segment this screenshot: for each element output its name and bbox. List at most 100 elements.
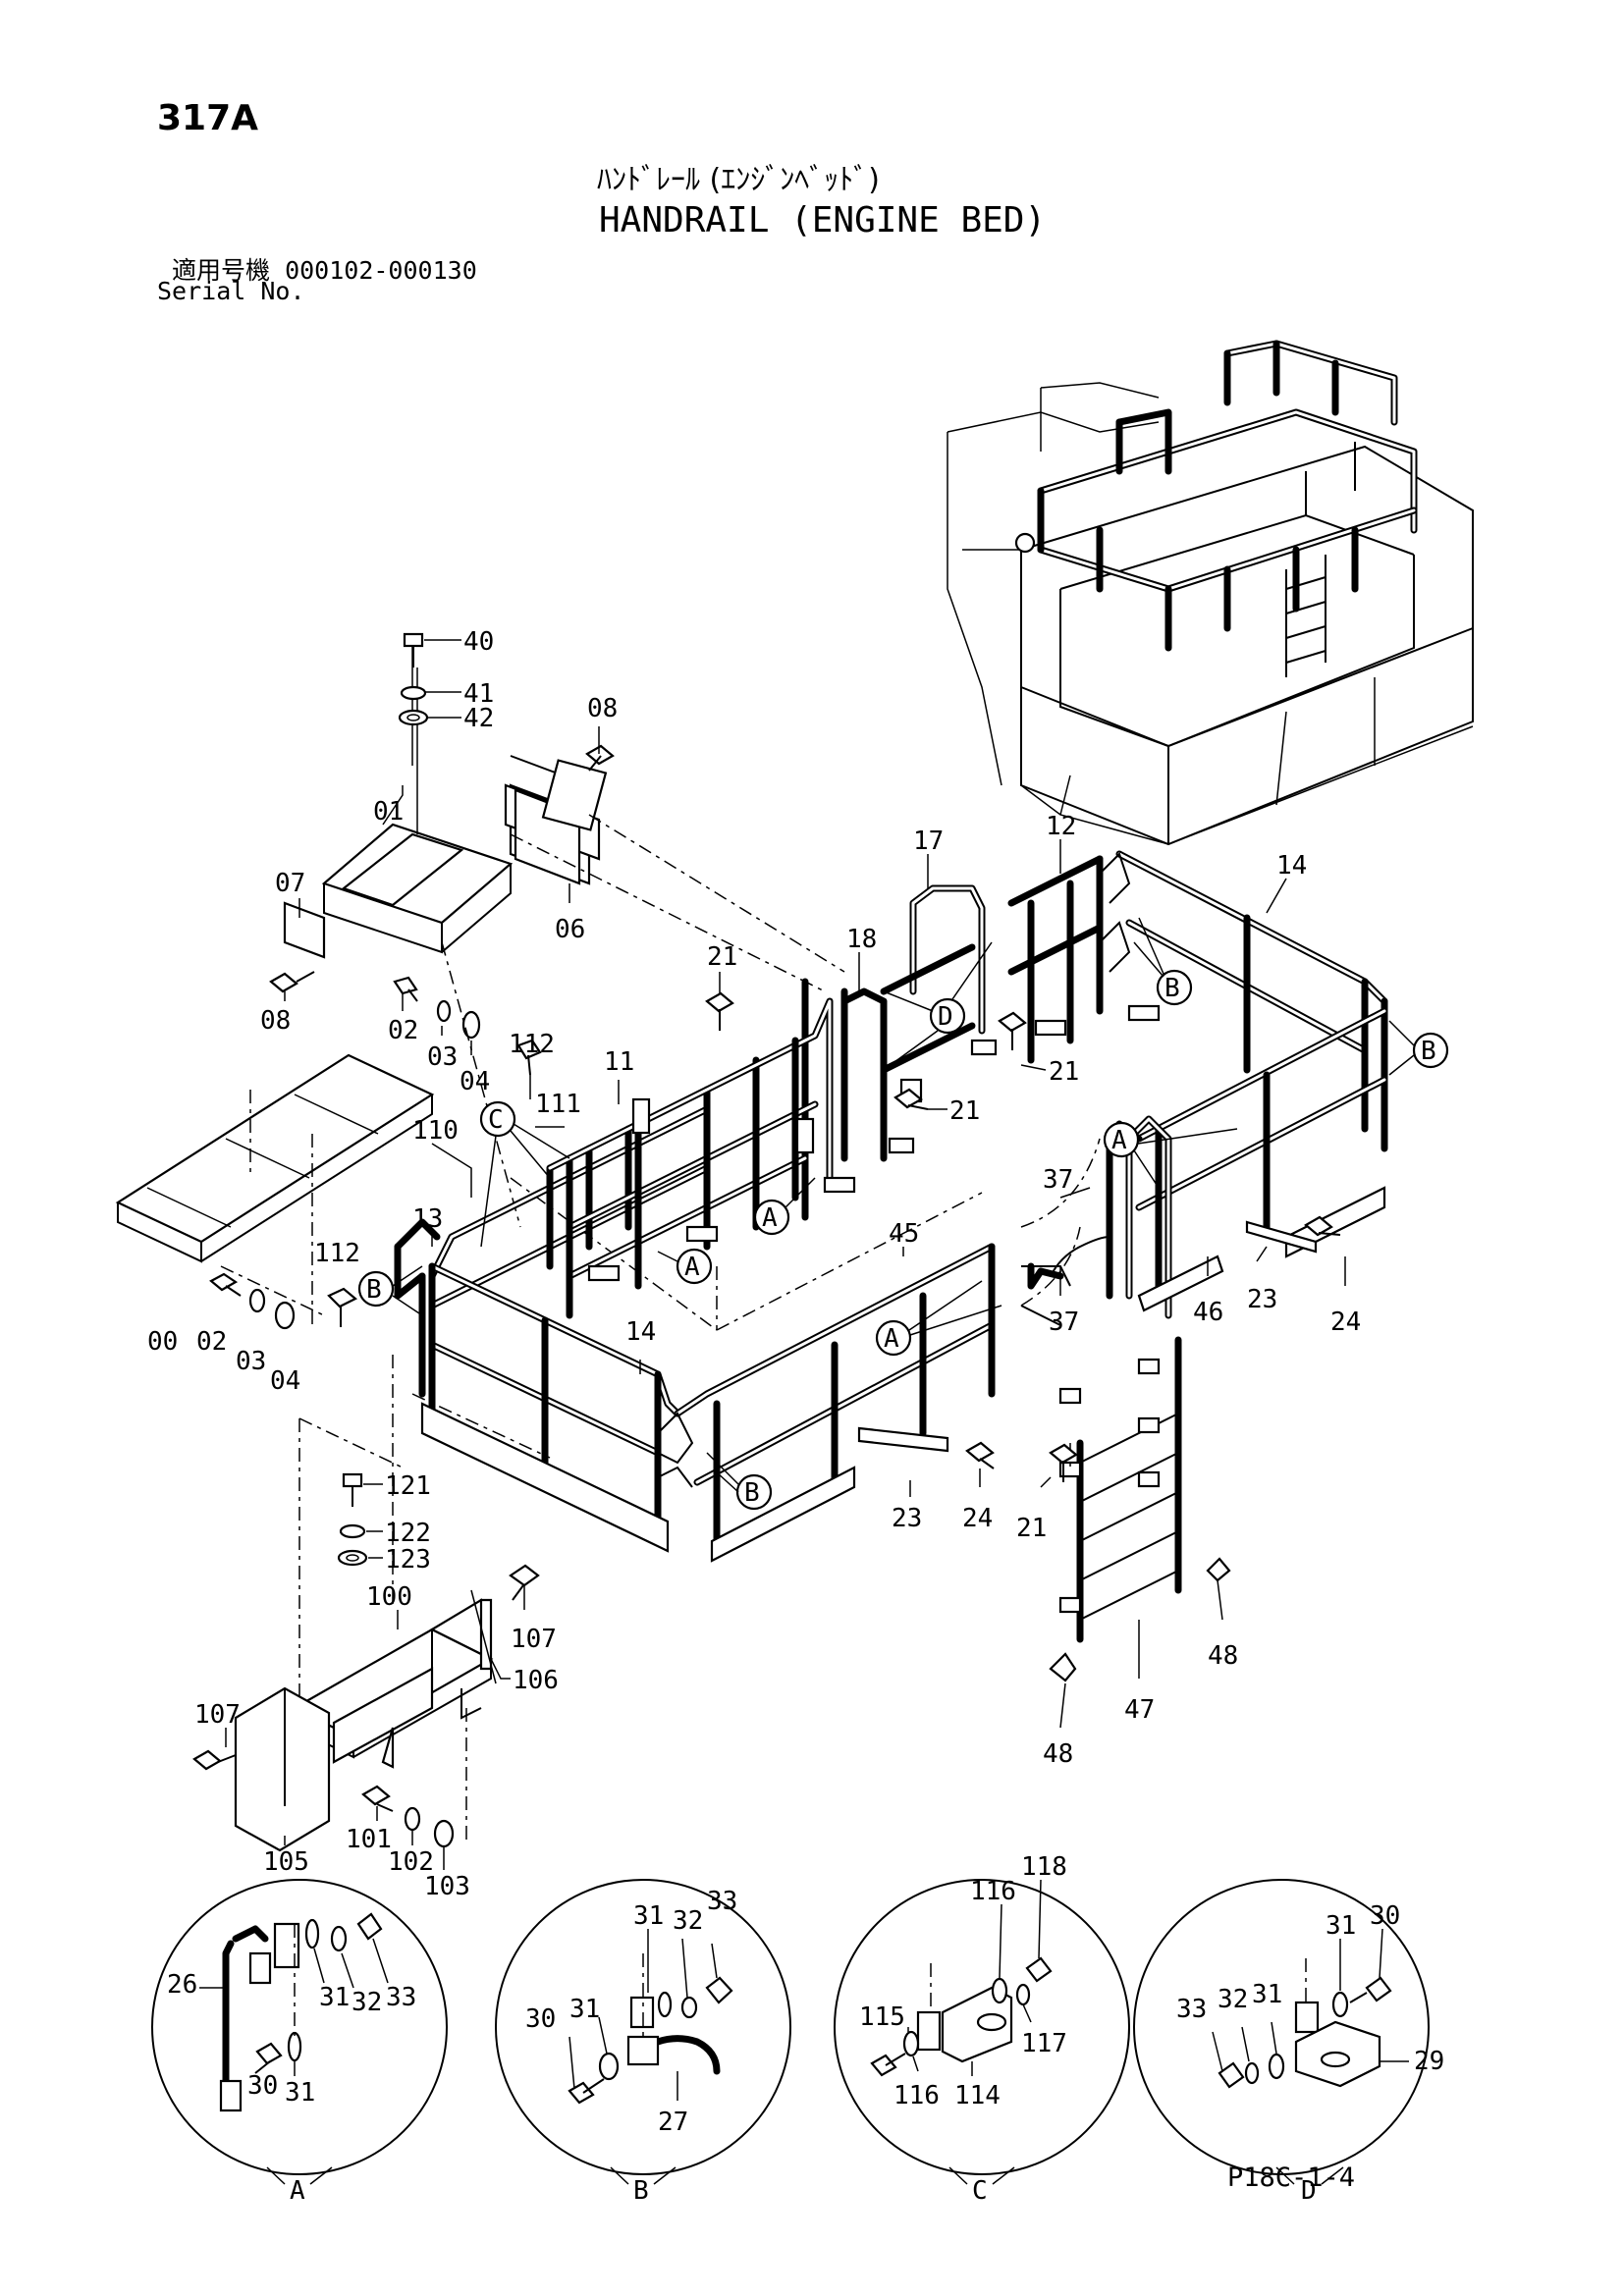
detail-circle-c	[834, 1879, 1130, 2175]
detail-d-31: 31	[1326, 1911, 1356, 1941]
callout-41: 41	[463, 679, 494, 709]
detail-c-115: 115	[859, 2002, 905, 2032]
callout-123: 123	[385, 1545, 431, 1575]
detail-b-30: 30	[525, 2004, 556, 2034]
detail-a-label: A	[290, 2176, 305, 2206]
ref-marker-a	[1103, 1121, 1140, 1158]
ref-label-b: B	[1421, 1037, 1436, 1066]
callout-04: 04	[270, 1366, 300, 1396]
detail-circle-b	[495, 1879, 791, 2175]
callout-112: 112	[314, 1239, 360, 1268]
fasteners-upper	[269, 632, 615, 1076]
detail-circle-d	[1133, 1879, 1430, 2175]
fasteners-middle	[705, 991, 1341, 1482]
detail-d-label: D	[1301, 2176, 1317, 2206]
detail-d-30: 30	[1370, 1901, 1400, 1931]
ref-label-b: B	[366, 1275, 382, 1305]
detail-d-29: 29	[1414, 2047, 1444, 2076]
gate-17-18	[840, 884, 998, 1162]
detail-b-31: 31	[633, 1901, 664, 1931]
callout-105: 105	[263, 1847, 309, 1877]
title-english: HANDRAIL (ENGINE BED)	[599, 200, 1047, 240]
callout-23: 23	[1247, 1285, 1277, 1314]
callout-46: 46	[1193, 1298, 1223, 1327]
ref-label-a: A	[684, 1253, 700, 1282]
callout-02: 02	[196, 1327, 227, 1357]
detail-b-31: 31	[569, 1995, 600, 2024]
callout-102: 102	[388, 1847, 434, 1877]
callout-14: 14	[625, 1317, 656, 1347]
callout-08: 08	[260, 1006, 291, 1036]
callout-107: 107	[194, 1700, 241, 1730]
ladder-47	[1049, 1336, 1231, 1682]
ref-marker-a	[875, 1319, 912, 1357]
detail-c-114: 114	[954, 2081, 1001, 2110]
callout-37: 37	[1049, 1308, 1079, 1337]
callout-121: 121	[385, 1471, 431, 1501]
ref-marker-b	[357, 1270, 395, 1308]
detail-c-116: 116	[893, 2081, 940, 2110]
detail-c-label: C	[972, 2176, 988, 2206]
bracket-assembly-upper	[283, 633, 608, 959]
machine-location-view	[947, 340, 1474, 846]
detail-b-32: 32	[673, 1906, 703, 1936]
ref-marker-a	[676, 1248, 713, 1285]
ref-label-b: B	[744, 1478, 760, 1508]
detail-a-30: 30	[247, 2071, 278, 2101]
serial-row: 適用号機 000102-000130	[172, 251, 477, 287]
callout-23: 23	[892, 1504, 922, 1533]
callout-37: 37	[1043, 1165, 1073, 1195]
title-japanese: ﾊﾝﾄﾞﾚｰﾙ (ｴﾝｼﾞﾝﾍﾞｯﾄﾞ)	[597, 163, 880, 197]
callout-11: 11	[604, 1047, 634, 1077]
detail-b-label: B	[633, 2176, 649, 2206]
callout-21: 21	[707, 942, 737, 972]
detail-a-32: 32	[352, 1988, 382, 2017]
callout-13: 13	[412, 1204, 443, 1234]
callout-42: 42	[463, 704, 494, 733]
callout-110: 110	[412, 1116, 459, 1146]
ref-label-a: A	[1111, 1126, 1127, 1155]
callout-14: 14	[1276, 851, 1307, 881]
callout-106: 106	[513, 1666, 559, 1695]
reference-markers: A A A A B B B B C D	[357, 917, 1449, 1511]
callout-40: 40	[463, 627, 494, 657]
callout-103: 103	[424, 1872, 470, 1901]
callout-17: 17	[913, 827, 944, 856]
ref-marker-d	[929, 997, 966, 1035]
detail-d-31: 31	[1252, 1980, 1282, 2009]
callout-24: 24	[1330, 1308, 1361, 1337]
handrail-left	[428, 978, 856, 1378]
callout-21: 21	[1049, 1057, 1079, 1087]
callout-03: 03	[427, 1042, 458, 1072]
detail-a-31: 31	[285, 2078, 315, 2108]
detail-numbers: 26 30 31 31 32 33 A 30 31 31 32 33 27 B …	[167, 1852, 1444, 2206]
callout-101: 101	[346, 1825, 392, 1854]
callout-03: 03	[236, 1347, 266, 1376]
detail-c-116: 116	[970, 1877, 1016, 1906]
gate-45-46	[1020, 1115, 1318, 1326]
callout-00: 00	[147, 1327, 178, 1357]
serial-label-en: Serial No.	[157, 277, 305, 305]
serial-range: 000102-000130	[285, 256, 477, 285]
detail-a-31: 31	[319, 1983, 350, 2012]
detail-c-118: 118	[1021, 1852, 1067, 1882]
callout-48: 48	[1208, 1641, 1238, 1671]
ref-marker-b	[1412, 1032, 1449, 1069]
callout-45: 45	[889, 1219, 919, 1249]
callout-08: 08	[587, 694, 618, 723]
detail-a-26: 26	[167, 1970, 197, 2000]
detail-circle-a	[151, 1879, 448, 2175]
handrail-front-lower	[394, 1218, 996, 1563]
callout-100: 100	[366, 1582, 412, 1612]
ref-marker-b	[1156, 969, 1193, 1006]
callout-24: 24	[962, 1504, 993, 1533]
callout-07: 07	[275, 869, 305, 898]
ref-label-c: C	[488, 1105, 504, 1135]
ref-label-b: B	[1164, 974, 1180, 1003]
callout-04: 04	[460, 1067, 490, 1096]
ref-label-d: D	[938, 1002, 953, 1032]
callout-47: 47	[1124, 1695, 1155, 1725]
callout-21: 21	[1016, 1514, 1047, 1543]
detail-b-33: 33	[707, 1887, 737, 1916]
